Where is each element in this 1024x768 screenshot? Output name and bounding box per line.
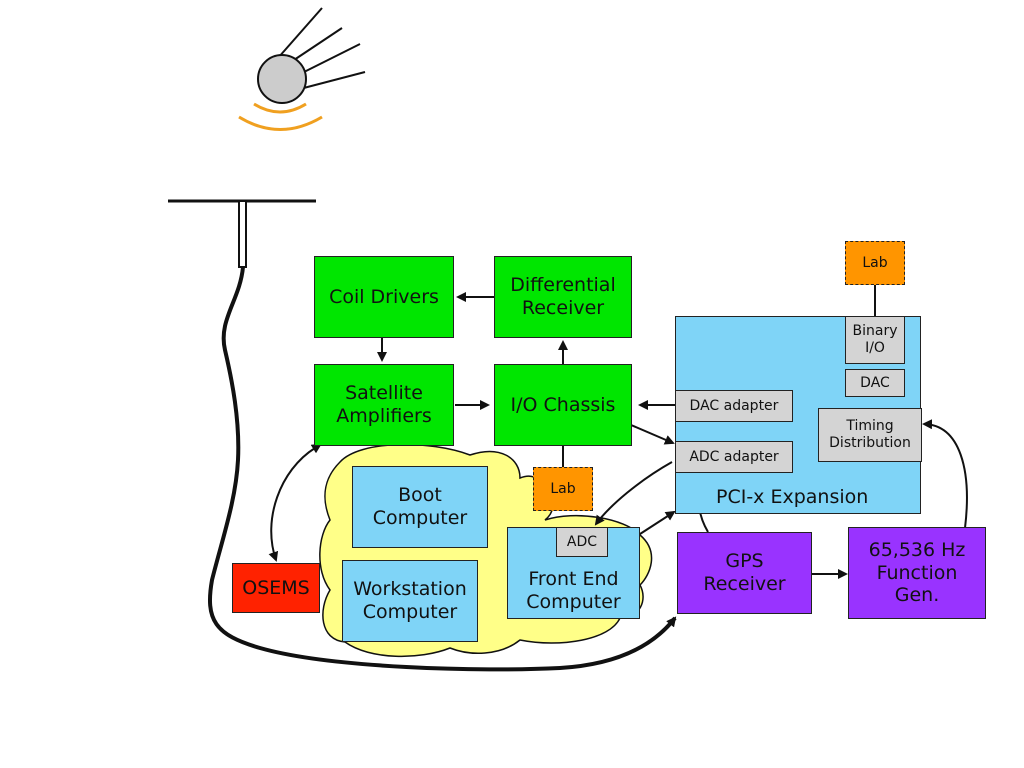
function-generator-box: 65,536 Hz Function Gen. bbox=[848, 527, 986, 619]
dac-box: DAC bbox=[845, 369, 905, 397]
arrow-frontend-to-pcix bbox=[639, 510, 676, 535]
io-chassis-box: I/O Chassis bbox=[494, 364, 632, 446]
arrow-satellite-osems bbox=[268, 443, 322, 562]
antenna-cable bbox=[207, 266, 677, 672]
satellite-amplifiers-box: Satellite Amplifiers bbox=[314, 364, 454, 446]
arrow-funcgen-to-timing bbox=[922, 419, 968, 529]
workstation-computer-box: Workstation Computer bbox=[342, 560, 478, 642]
adc-box: ADC bbox=[556, 527, 608, 557]
antenna-icon bbox=[168, 199, 316, 268]
adc-adapter-box: ADC adapter bbox=[675, 441, 793, 473]
arrow-adcadapter-to-adc bbox=[594, 461, 673, 526]
satellite-icon bbox=[238, 7, 366, 131]
lab-box-binary: Lab bbox=[845, 241, 905, 285]
pcix-expansion-label: PCI-x Expansion bbox=[716, 486, 869, 509]
gps-receiver-box: GPS Receiver bbox=[677, 532, 812, 614]
differential-receiver-box: Differential Receiver bbox=[494, 256, 632, 338]
arrow-io-to-adcadapter bbox=[630, 424, 675, 445]
boot-computer-box: Boot Computer bbox=[352, 466, 488, 548]
timing-distribution-box: Timing Distribution bbox=[818, 408, 922, 462]
coil-drivers-box: Coil Drivers bbox=[314, 256, 454, 338]
dac-adapter-box: DAC adapter bbox=[675, 390, 793, 422]
osems-box: OSEMS bbox=[232, 563, 320, 613]
lab-box-io: Lab bbox=[533, 467, 593, 511]
binary-io-box: Binary I/O bbox=[845, 316, 905, 364]
